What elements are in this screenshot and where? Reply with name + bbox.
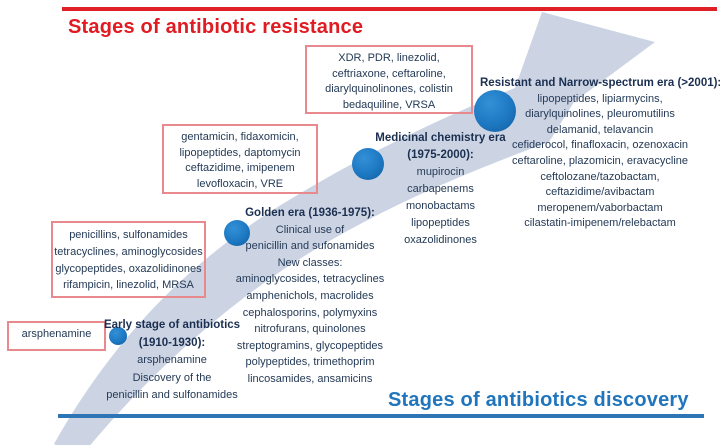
text-line: rifampicin, linezolid, MRSA xyxy=(63,279,194,292)
era-medicinal-chemistry: Medicinal chemistry era (1975-2000): mupi… xyxy=(363,130,518,249)
text-line: ceftazidime/avibactam xyxy=(545,186,655,199)
text-line: Discovery of the xyxy=(132,371,212,384)
text-line: cephalosporins, polymyxins xyxy=(242,306,378,319)
text-line: arsphenamine xyxy=(137,354,207,366)
text-line: ceftaroline, plazomicin, eravacycline xyxy=(511,154,689,167)
era-early-heading: Early stage of antibiotics (1910-1930): xyxy=(92,317,252,352)
discovery-title: Stages of antibiotics discovery xyxy=(388,389,689,411)
resistance-box-arsphenamine: arsphenamine xyxy=(7,321,106,351)
era-resistant-heading: Resistant and Narrow-spectrum era (>2001… xyxy=(480,76,720,92)
text-line: Early stage of antibiotics xyxy=(103,319,241,331)
era-marker-early-dot xyxy=(109,327,127,345)
text-line: delamanid, telavancin xyxy=(546,123,654,136)
era-golden-heading: Golden era (1936-1975): xyxy=(212,205,408,222)
text-line: cefiderocol, finafloxacin, ozenoxacin xyxy=(511,139,689,152)
text-line: glycopeptides, oxazolidinones xyxy=(55,262,202,275)
text-line: amphenichols, macrolides xyxy=(246,289,374,302)
text-line: (1975-2000): xyxy=(407,149,474,161)
text-line: penicillins, sulfonamides xyxy=(69,229,188,241)
era-resistant-body: lipopeptides, lipiarmycins, diarylquinoli… xyxy=(480,92,720,232)
text-line: diarylquinolinones, colistin xyxy=(325,83,453,95)
text-line: tetracyclines, aminoglycosides xyxy=(54,245,203,258)
text-line: Golden era (1936-1975): xyxy=(245,207,375,219)
era-marker-medicinal-dot xyxy=(352,148,384,180)
text-line: levofloxacin, VRE xyxy=(196,177,284,190)
resistance-box-penicillins: penicillins, sulfonamides tetracyclines, … xyxy=(51,221,206,298)
text-line: bedaquiline, VRSA xyxy=(342,98,436,111)
text-line: streptogramins, glycopeptides xyxy=(236,339,384,352)
era-golden: Golden era (1936-1975): Clinical use of p… xyxy=(212,205,408,388)
text-line: (1910-1930): xyxy=(138,336,206,349)
text-line: ceftolozane/tazobactam, xyxy=(540,170,660,183)
text-line: aminoglycosides, tetracyclines xyxy=(235,273,385,286)
text-line: ceftriaxone, ceftaroline, xyxy=(332,67,446,80)
text-line: lipopeptides xyxy=(411,217,470,229)
text-line: cilastatin-imipenem/relebactam xyxy=(524,217,676,230)
resistance-title: Stages of antibiotic resistance xyxy=(68,16,364,38)
text-line: Medicinal chemistry era xyxy=(375,132,506,144)
text-line: penicillin and sulfonamides xyxy=(106,389,238,401)
text-line: diarylquinolines, pleuromutilins xyxy=(525,108,675,121)
era-medicinal-body: mupirocin carbapenems monobactams lipopepti… xyxy=(363,164,518,249)
text-line: penicillin and sufonamides xyxy=(245,240,375,253)
text-line: ceftazidime, imipenem xyxy=(185,162,295,174)
text-line: New classes: xyxy=(277,256,343,269)
text-line: meropenem/vaborbactam xyxy=(537,201,663,214)
discovery-axis-line xyxy=(58,414,704,418)
text-line: Resistant and Narrow-spectrum era (>2001… xyxy=(480,77,720,89)
text-line: mupirocin xyxy=(416,166,465,178)
text-line: oxazolidinones xyxy=(404,234,477,246)
text-line: polypeptides, trimethoprim xyxy=(245,356,375,369)
text-line: lincosamides, ansamicins xyxy=(247,372,373,385)
era-medicinal-heading: Medicinal chemistry era (1975-2000): xyxy=(363,130,518,164)
text-line: lipopeptides, daptomycin xyxy=(179,146,301,159)
era-resistant-narrow-spectrum: Resistant and Narrow-spectrum era (>2001… xyxy=(480,76,720,232)
text-line: Clinical use of xyxy=(275,223,345,236)
text-line: gentamicin, fidaxomicin, xyxy=(181,131,299,143)
text-line: carbapenems xyxy=(407,183,474,195)
era-early-stage: Early stage of antibiotics (1910-1930): a… xyxy=(92,317,252,405)
era-marker-golden-dot xyxy=(224,220,250,246)
text-line: nitrofurans, quinolones xyxy=(254,323,366,336)
text-line: monobactams xyxy=(405,200,476,212)
text-line: arsphenamine xyxy=(21,328,92,340)
text-line: lipopeptides, lipiarmycins, xyxy=(537,92,663,105)
resistance-axis-line xyxy=(62,7,717,11)
resistance-box-gentamicin: gentamicin, fidaxomicin, lipopeptides, da… xyxy=(162,124,318,194)
text-line: XDR, PDR, linezolid, xyxy=(338,52,440,64)
era-marker-resistant-dot xyxy=(474,90,516,132)
era-golden-body: Clinical use of penicillin and sufonamide… xyxy=(212,222,408,388)
resistance-box-xdr: XDR, PDR, linezolid, ceftriaxone, ceftaro… xyxy=(305,45,473,114)
